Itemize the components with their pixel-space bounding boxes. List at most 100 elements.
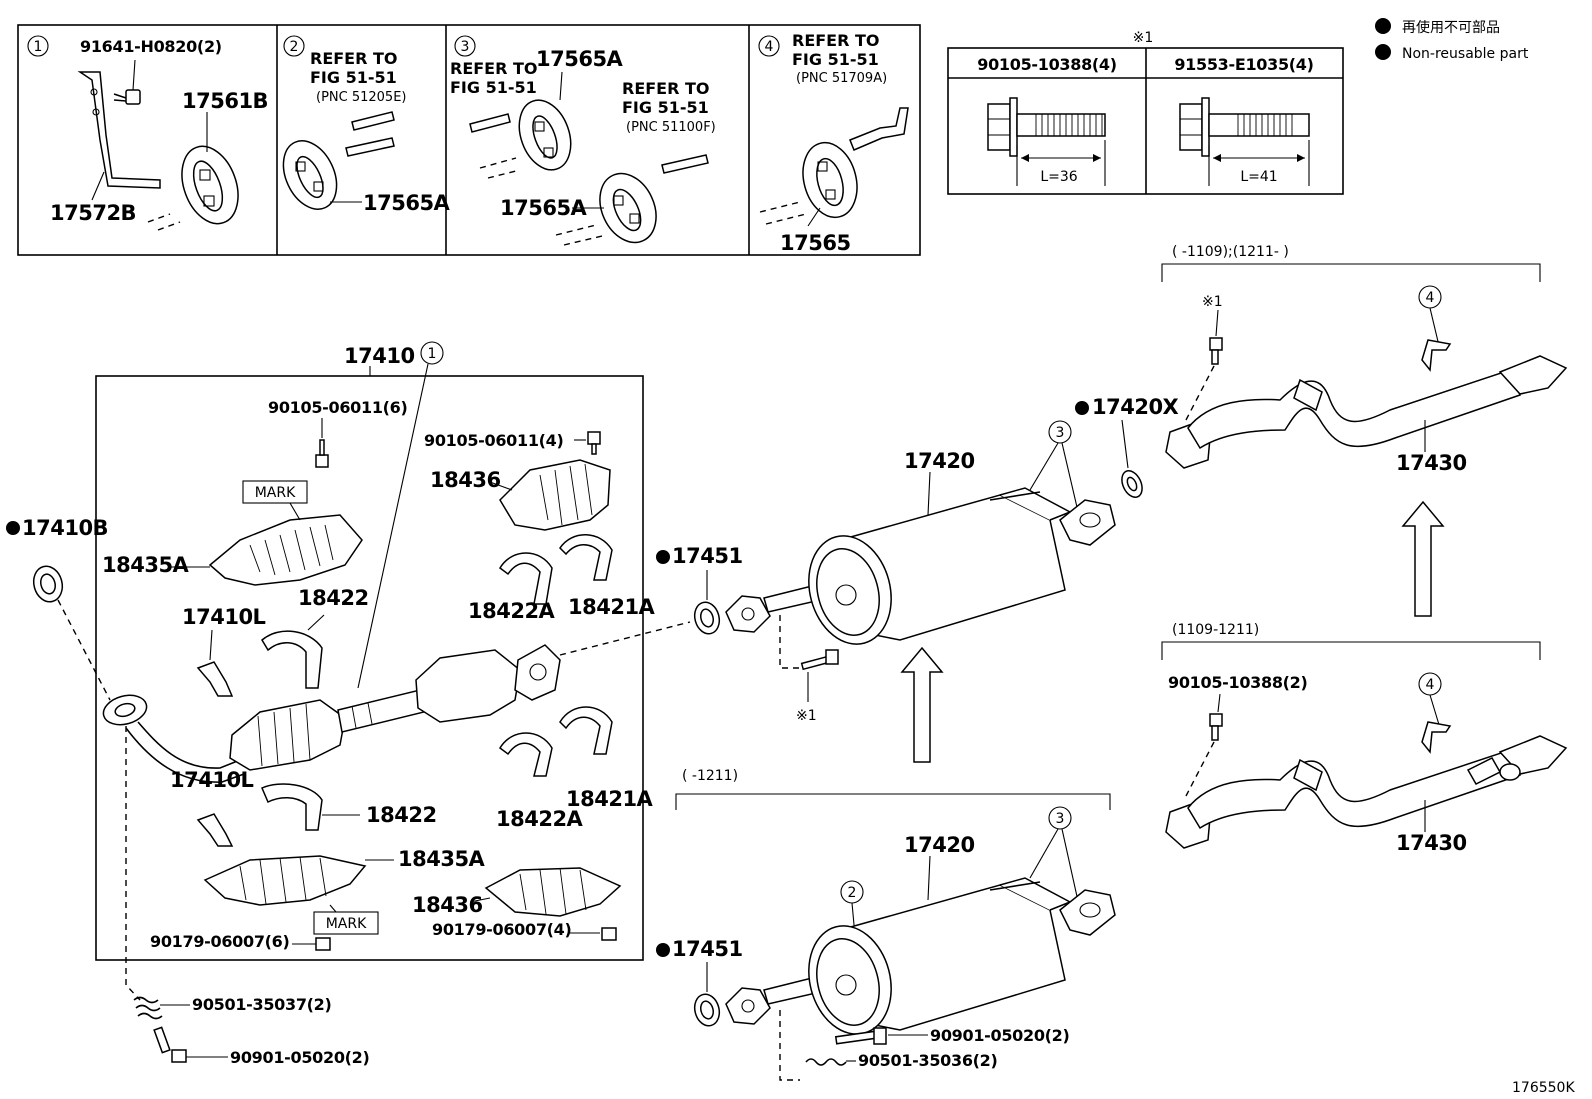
center-muffler-upper: 17451 17420 3 [656,420,1116,724]
label-18421A-bottom: 18421A [566,787,654,811]
nut-icon [601,927,617,941]
label-18436-bottom: 18436 [412,893,483,917]
callout-circle-4: 4 [758,35,780,57]
label-17410B: 17410B [22,516,108,540]
svg-text:4: 4 [765,39,774,55]
bolt-icon [587,431,601,455]
label-bolt-mark-tail: ※1 [1202,294,1223,310]
bolt-icon [315,439,329,468]
clamp-18422A-top [499,552,553,605]
label-mark-bottom: MARK [326,916,367,932]
hanger-rubber-17565 [802,141,858,219]
label-spring-center-lower: 90501-35036(2) [858,1051,998,1070]
muffler-body-17420-upper [808,487,1072,645]
label-spring-front: 90501-35037(2) [192,995,332,1014]
tail-pipe-17430-lower [1165,721,1568,849]
label-17410L-bottom: 17410L [170,768,254,792]
hanger-rubber-lower [599,172,657,244]
muffler-body-17420-lower [808,877,1072,1035]
part-17565A-box3-top: 17565A [536,47,624,71]
bolt-icon [1209,337,1223,365]
table-col1-part: 90105-10388(4) [977,55,1117,74]
legend: 再使用不可部品 Non-reusable part [1375,18,1529,62]
label-bolt-mark-upper: ※1 [796,708,817,724]
label-18436-top: 18436 [430,468,501,492]
detail-box-4: 4 REFER TO FIG 51-51 (PNC 51709A) 17565 [758,31,909,255]
bracket-17410L-bottom [196,813,234,847]
table-mark: ※1 [1133,30,1154,46]
label-bolt-front: 90901-05020(2) [230,1048,370,1067]
svg-text:3: 3 [461,39,470,55]
svg-text:2: 2 [848,885,857,901]
label-mark-top: MARK [255,485,296,501]
label-17420-lower: 17420 [904,833,975,857]
label-18421A-top: 18421A [568,595,656,619]
table-col2-length: L=41 [1240,169,1277,185]
label-17420X: 17420X [1092,395,1179,419]
tail-pipe-17430-upper [1165,339,1568,469]
clamp-18421A-bottom [559,706,613,755]
refer-right-pnc: (PNC 51100F) [626,120,716,135]
detail-box-2: 2 REFER TO FIG 51-51 (PNC 51205E) 17565A [282,35,451,215]
legend-jp: 再使用不可部品 [1402,19,1500,36]
refer-pnc: (PNC 51205E) [316,90,407,105]
refer-line-2: FIG 51-51 [792,50,879,69]
non-reusable-dot-icon [656,550,670,564]
flange-bolt-icon [1179,97,1310,186]
diagram-id: 176550K [1512,1080,1575,1096]
refer-pnc: (PNC 51709A) [796,71,887,86]
label-18435A-top: 18435A [102,553,190,577]
tail-pipe-stub [849,107,909,151]
refer-line-1: REFER TO [792,31,880,50]
part-17565A-box3-bottom: 17565A [500,196,588,220]
arrow-up-icon [1401,500,1445,617]
hanger-rubber-17565A [282,140,338,210]
label-18435A-bottom: 18435A [398,847,486,871]
catalytic-converter-2 [415,649,521,723]
svg-text:2: 2 [290,39,299,55]
label-18422-top: 18422 [298,586,369,610]
range-center-lower: ( -1211) [682,768,738,784]
svg-text:3: 3 [1056,425,1065,441]
callout-circle-1: 1 [27,35,49,57]
callout-circle-4: 4 [1418,672,1442,696]
part-17561B: 17561B [182,89,268,113]
bracket-17572B [77,71,161,189]
bolt-icon [1209,713,1223,741]
front-assembly-title: 17410 [344,344,415,368]
svg-text:4: 4 [1426,290,1435,306]
label-bolt-right: 90105-06011(4) [424,431,564,450]
refer-line-2: FIG 51-51 [310,68,397,87]
refer-left-1: REFER TO [450,59,538,78]
label-17451-upper: 17451 [672,544,743,568]
label-bolt-tail-lower: 90105-10388(2) [1168,673,1308,692]
part-17565A-box2: 17565A [363,191,451,215]
part-91641-H0820: 91641-H0820(2) [80,37,222,56]
bracket-17410L-top [196,661,234,697]
heat-insulator-18435A-bottom [203,855,367,906]
front-pipe-assembly: 17410 1 90105-06011(6) 90105-06011(4) MA… [95,341,656,961]
callout-circle-3: 3 [1048,420,1072,444]
spring-icon [133,996,163,1020]
arrow-up-icon [900,646,944,763]
label-18422A-bottom: 18422A [496,807,584,831]
detail-box-1: 1 91641-H0820(2) 17561B 17572B [27,35,269,231]
svg-text:3: 3 [1056,811,1065,827]
callout-circle-2: 2 [283,35,305,57]
range-tail-lower: (1109-1211) [1172,622,1259,638]
hanger-rubber-17561B [181,145,239,225]
heat-insulator-18435A-top [208,514,363,586]
nut-icon [315,937,331,951]
label-17451-lower: 17451 [672,937,743,961]
heat-insulator-18436-top [499,459,611,531]
label-bolt-center-lower: 90901-05020(2) [930,1026,1070,1045]
flange-bolt-icon [987,97,1106,186]
bolt-icon [153,1026,187,1063]
table-col1-length: L=36 [1040,169,1077,185]
refer-right-2: FIG 51-51 [622,98,709,117]
label-17430-upper: 17430 [1396,451,1467,475]
detail-box-row [17,24,921,256]
label-nut-left: 90179-06007(6) [150,932,290,951]
part-17565: 17565 [780,231,851,255]
